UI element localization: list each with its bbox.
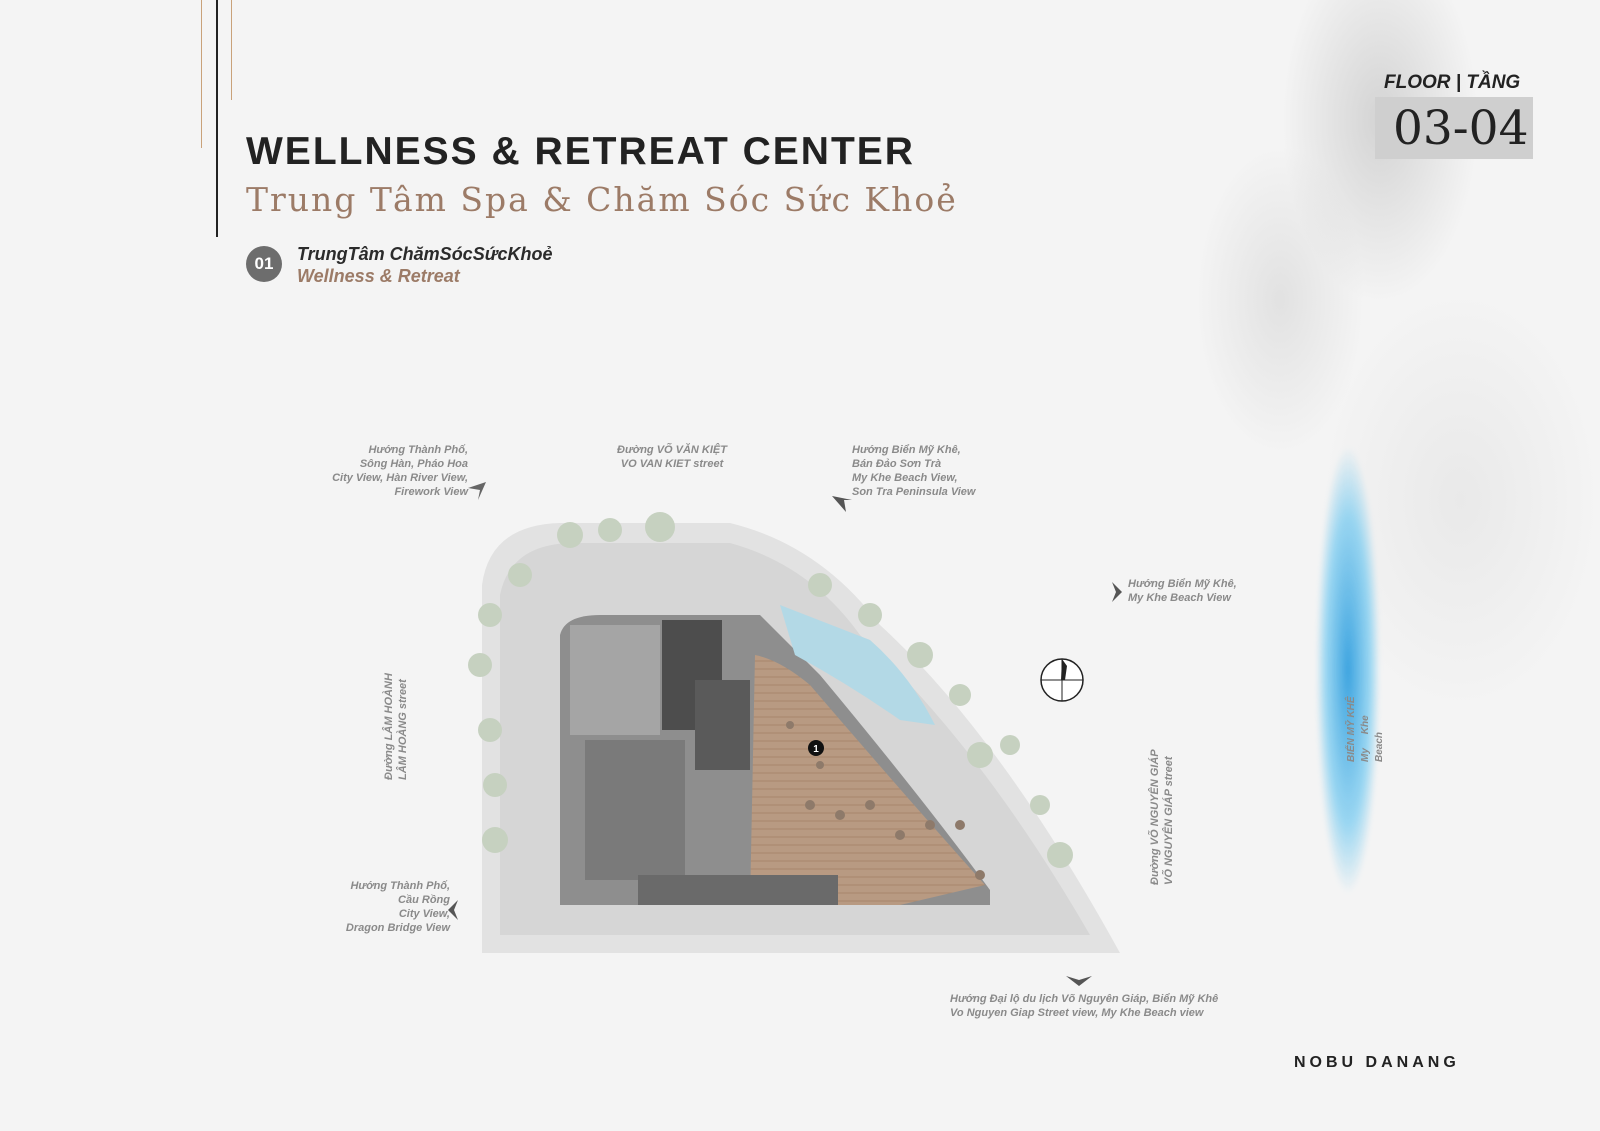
brand-name: NOBU DANANG [1294, 1054, 1460, 1071]
wellness-deck [750, 655, 985, 905]
sea-illustration [1288, 380, 1408, 960]
view-note-top-left: Hướng Thành Phố,Sông Hàn, Pháo Hoa City … [332, 444, 468, 498]
view-arrow-icon [832, 496, 852, 512]
black-line [216, 0, 218, 237]
view-note-right: Hướng Biển Mỹ Khê,My Khe Beach View [1128, 578, 1237, 604]
view-arrow-icon [448, 900, 458, 920]
room-block [585, 740, 685, 880]
view-note-bottom: Hướng Đại lộ du lịch Võ Nguyên Giáp, Biể… [950, 993, 1219, 1019]
trees [468, 512, 1073, 868]
view-note-top-right: Hướng Biển Mỹ Khê,Bán Đảo Sơn Trà My Khe… [852, 444, 976, 498]
legend-number-badge: 01 [246, 246, 282, 282]
floor-value: 03-04 [1375, 97, 1533, 159]
page-title: WELLNESS & RETREAT CENTER [246, 130, 915, 173]
view-arrow-icon [1066, 976, 1092, 986]
pool [780, 605, 935, 725]
deck-furniture [786, 721, 985, 880]
legend-label-vi: TrungTâm ChămSócSứcKhoẻ [297, 244, 553, 264]
gold-line [201, 0, 202, 148]
view-arrow-icon [468, 482, 486, 500]
plan-marker: 1 [813, 744, 819, 755]
floor-plan: 1 [468, 512, 1120, 953]
compass-icon [1040, 658, 1084, 702]
room-block [638, 875, 838, 905]
legend-label-en: Wellness & Retreat [297, 266, 460, 286]
room-block [695, 680, 750, 770]
plan-marker-circle [808, 740, 824, 756]
view-arrow-icon [1112, 582, 1122, 602]
view-note-bottom-left: Hướng Thành Phố,Cầu Rồng City View,Drago… [345, 880, 450, 934]
floor-label: FLOOR | TẦNG [1384, 72, 1521, 93]
gold-line [231, 0, 232, 100]
page-subtitle: Trung Tâm Spa & Chăm Sóc Sức Khoẻ [246, 180, 958, 219]
room-block [570, 625, 660, 735]
